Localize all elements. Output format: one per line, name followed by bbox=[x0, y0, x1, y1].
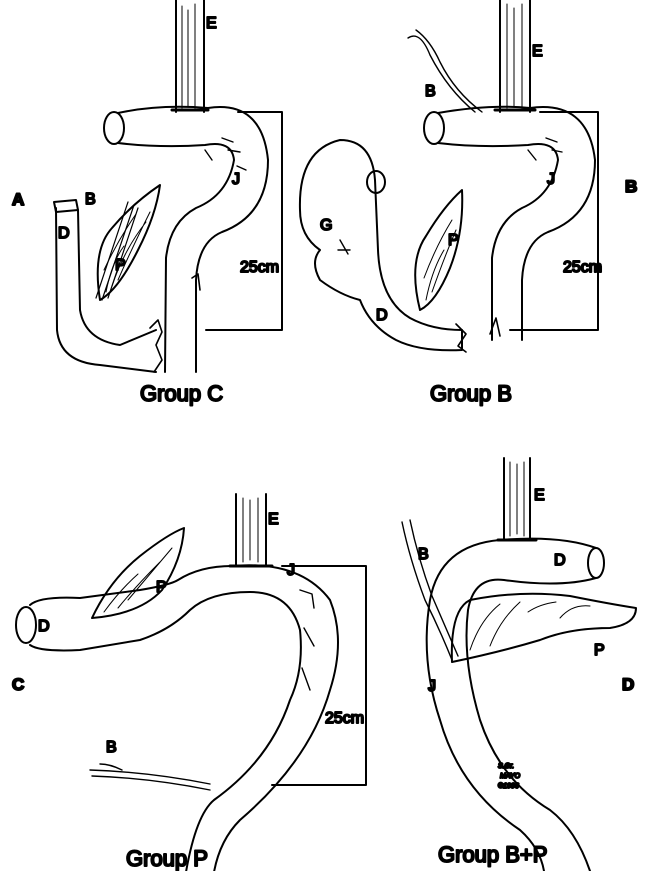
panel-a-label-j: J bbox=[232, 171, 240, 188]
panel-c-letter: C bbox=[12, 675, 24, 694]
panel-c-bile-duct bbox=[90, 764, 210, 790]
panel-b-measure: 25cm bbox=[563, 259, 602, 276]
panel-c-label-b: B bbox=[106, 739, 117, 756]
panel-b-label-e: E bbox=[532, 43, 543, 60]
panel-c-label-e: E bbox=[268, 511, 279, 528]
panel-c-duodenum bbox=[16, 565, 338, 871]
panel-d-label-j: J bbox=[428, 678, 436, 695]
panel-a-group-title: Group C bbox=[140, 381, 223, 406]
panel-d-label-p: P bbox=[594, 642, 605, 659]
panel-b-label-p: P bbox=[448, 232, 459, 249]
panel-a-esophagus bbox=[172, 0, 208, 112]
panel-d-group-title: Group B+P bbox=[438, 842, 547, 867]
panel-c-25cm-bracket bbox=[272, 566, 366, 785]
panel-b-label-b: B bbox=[425, 83, 436, 100]
panel-c-label-j: J bbox=[287, 562, 295, 579]
panel-b-label-d: D bbox=[376, 307, 388, 324]
mayo-signature: S.Gr. MAYO ©1996 bbox=[498, 763, 521, 790]
panel-d: S.Gr. MAYO ©1996 E B D P J D Group B+P bbox=[402, 458, 636, 871]
signature-year: ©1996 bbox=[498, 782, 519, 790]
panel-a-jejunum bbox=[104, 107, 268, 372]
panel-a-pancreas bbox=[98, 185, 160, 300]
panel-b-esophagus bbox=[495, 0, 535, 112]
panel-c-group-title: Group P bbox=[126, 846, 208, 871]
panel-a-duodenum bbox=[54, 200, 162, 372]
panel-a-label-e: E bbox=[206, 15, 217, 32]
panel-a-measure: 25cm bbox=[240, 259, 279, 276]
panel-b-pancreas bbox=[415, 190, 462, 310]
panel-b-bile-duct bbox=[408, 30, 482, 112]
panel-d-pancreas bbox=[452, 594, 636, 662]
panel-a: E J B D P 25cm A Group C bbox=[12, 0, 282, 406]
panel-b-label-g: G bbox=[320, 217, 332, 234]
panel-a-label-b: B bbox=[85, 191, 96, 208]
panel-b-group-title: Group B bbox=[430, 381, 512, 406]
panel-a-label-p: P bbox=[115, 257, 126, 274]
panel-b-label-j: J bbox=[547, 171, 555, 188]
panel-c-label-p: P bbox=[156, 579, 167, 596]
panel-d-letter: D bbox=[622, 675, 634, 694]
signature-org: MAYO bbox=[500, 773, 521, 780]
panel-d-bile-duct bbox=[402, 520, 458, 660]
panel-c-esophagus bbox=[230, 494, 272, 566]
panel-d-label-b: B bbox=[418, 546, 429, 563]
signature-initials: S.Gr. bbox=[498, 763, 514, 770]
panel-d-jejunum bbox=[427, 539, 604, 871]
panel-c-pancreas bbox=[92, 528, 184, 618]
panel-c: E P J D B 25cm C Group P bbox=[12, 494, 366, 871]
panel-a-label-d: D bbox=[58, 225, 70, 242]
panel-d-label-e: E bbox=[534, 487, 545, 504]
panel-b-letter: B bbox=[625, 177, 637, 196]
panel-d-esophagus bbox=[498, 458, 536, 540]
panel-a-letter: A bbox=[12, 190, 24, 209]
panel-c-measure: 25cm bbox=[325, 710, 364, 727]
panel-b: E B G J P D 25cm B Group B bbox=[300, 0, 637, 406]
panel-c-label-d: D bbox=[38, 618, 50, 635]
panel-d-label-d: D bbox=[554, 552, 566, 569]
